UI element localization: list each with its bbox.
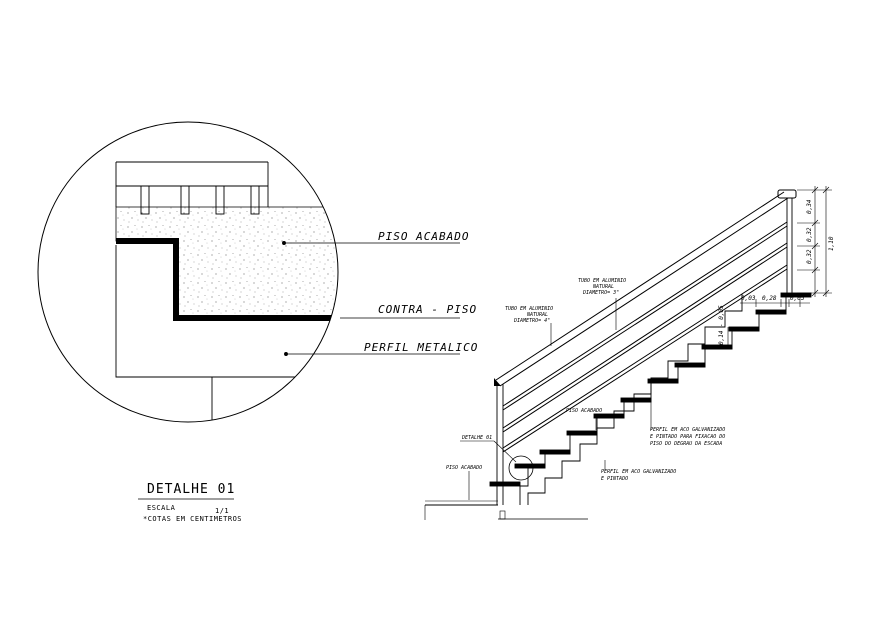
note-detail-ref: DETALHE 01	[461, 435, 492, 441]
note-profile-top-2: E PINTADO PARA FIXACAO DO	[650, 434, 725, 440]
handrail	[494, 189, 797, 387]
note-tube-top-3: DIAMETRO= 3"	[582, 290, 619, 296]
scale-label: ESCALA	[147, 504, 176, 512]
label-counter-floor: CONTRA - PISO	[378, 303, 477, 316]
detail-ref-circle	[508, 455, 534, 481]
dim-rail-seg-1: 0,34	[806, 199, 813, 214]
intermediate-rails	[502, 221, 788, 453]
note-tube-left-3: DIAMETRO= 4"	[513, 318, 550, 324]
note-profile-top-3: PISO DO DEGRAU DA ESCADA	[650, 441, 722, 447]
dim-rail-seg-2: 0,32	[806, 227, 813, 242]
dimension-lines	[727, 186, 832, 347]
dim-tread-mid: 0,28	[762, 295, 777, 302]
note-ground-floor: PISO ACABADO	[446, 465, 482, 471]
title-block: DETALHE 01 ESCALA 1/1 *COTAS EM CENTIMET…	[138, 482, 242, 523]
dim-tread-right: 0,05	[790, 295, 805, 302]
detail-title: DETALHE 01	[147, 482, 235, 497]
detail-circle-outline	[37, 121, 339, 423]
note-tube-left-2: NATURAL	[526, 312, 548, 318]
note-tube-left-1: TUBO EM ALUMINIO	[505, 306, 553, 312]
dim-rail-total: 1,10	[828, 236, 835, 251]
note-profile-bottom-1: PERFIL EM ACO GALVANIZADO	[601, 469, 676, 475]
dimension-note: *COTAS EM CENTIMETROS	[143, 515, 242, 523]
finished-floor-fill	[115, 206, 338, 319]
scale-value: 1/1	[215, 507, 229, 515]
note-tube-top-1: TUBO EM ALUMINIO	[578, 278, 626, 284]
metal-profile-outline	[115, 245, 338, 378]
dim-riser: 0,14 - 0,05	[718, 305, 725, 345]
detail-circle: PISO ACABADO CONTRA - PISO PERFIL METALI…	[37, 121, 478, 423]
dim-tread-left: 0,03	[741, 295, 756, 302]
note-tube-top-2: NATURAL	[592, 284, 614, 290]
stair-elevation: 0,34 0,32 0,32 1,10 0,03 0,28 0,05 0,14 …	[424, 186, 835, 520]
label-metal-profile: PERFIL METALICO	[364, 341, 478, 354]
note-profile-top-1: PERFIL EM ACO GALVANIZADO	[650, 427, 725, 433]
note-step-floor: PISO ACABADO	[566, 408, 602, 414]
counter-floor-line	[116, 238, 338, 321]
label-finished-floor: PISO ACABADO	[378, 230, 469, 243]
dim-rail-seg-3: 0,32	[806, 249, 813, 264]
anchor-studs	[140, 185, 260, 215]
note-profile-bottom-2: E PINTADO	[601, 476, 628, 482]
